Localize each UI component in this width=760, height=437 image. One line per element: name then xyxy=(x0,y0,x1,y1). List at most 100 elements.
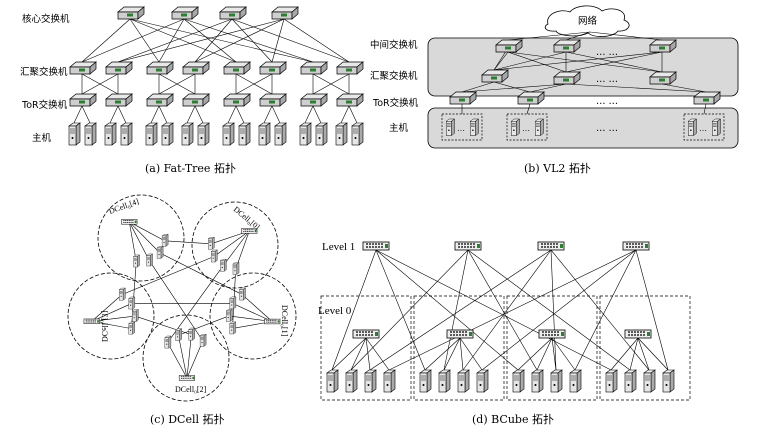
host-server xyxy=(222,122,235,146)
bcube-server xyxy=(326,369,339,393)
dcell-switch xyxy=(178,375,196,381)
tor-switch xyxy=(146,93,174,107)
core-switch xyxy=(171,6,199,20)
intermediate-agg-link xyxy=(493,51,509,71)
level1-switch xyxy=(454,241,482,251)
intermediate-switch-label: 中间交换机 xyxy=(370,39,418,51)
bcube-diagram xyxy=(320,241,691,401)
tor-host-link xyxy=(340,105,350,124)
level1-link xyxy=(467,249,538,371)
dcell-cell-boundary xyxy=(97,194,185,282)
core-agg-link xyxy=(283,18,350,63)
tor-rack-link xyxy=(526,103,531,115)
cloud-link xyxy=(589,31,663,41)
tor-rack-link xyxy=(703,103,707,115)
core-agg-link xyxy=(194,18,285,63)
level0-link xyxy=(637,337,650,371)
dcell-server xyxy=(229,296,237,310)
network-cloud xyxy=(544,5,630,37)
inter-cell-link xyxy=(164,240,212,245)
tor-host-link xyxy=(263,105,273,124)
tor-host-link xyxy=(194,105,204,124)
tor-switch xyxy=(105,93,133,107)
level1-link xyxy=(375,249,426,371)
level1-link xyxy=(574,249,637,371)
bcube-server xyxy=(364,369,377,393)
bcube-server xyxy=(662,369,675,393)
vl2-host xyxy=(510,118,520,136)
bcube-caption: (d) BCube 拓扑 xyxy=(472,412,554,426)
ellipsis-hosts: … … xyxy=(596,123,618,134)
vl2-aggregation-switch-label: 汇聚交换机 xyxy=(370,70,418,82)
tor-host-link xyxy=(186,105,196,124)
dcell-server xyxy=(128,321,135,335)
dcell-server xyxy=(164,335,172,349)
intermediate-agg-link xyxy=(565,51,663,73)
level0-link xyxy=(629,337,639,371)
level0-switch xyxy=(538,329,566,339)
dcell-server xyxy=(156,246,164,259)
cell-switch-link xyxy=(129,221,165,242)
dcell-cell-boundary xyxy=(191,201,279,289)
core-agg-link xyxy=(271,18,285,63)
core-agg-link xyxy=(183,18,237,63)
cloud-link xyxy=(507,31,591,41)
vl2-host xyxy=(469,118,479,136)
host-server xyxy=(104,122,117,146)
cell-switch-link xyxy=(232,303,273,322)
ellipsis-tor: … … xyxy=(596,96,618,107)
fat-tree-links xyxy=(73,18,358,124)
vl2-host xyxy=(445,118,455,136)
dcell-server xyxy=(161,233,169,247)
agg-tor-link xyxy=(81,73,119,95)
level1-link xyxy=(467,249,631,371)
intermediate-switch xyxy=(553,39,581,53)
level1-label: Level 1 xyxy=(322,241,355,253)
host-server xyxy=(161,122,174,146)
dcell-server xyxy=(128,296,136,310)
dcell-server xyxy=(146,253,153,267)
bcube-server xyxy=(345,369,358,393)
tor-switch xyxy=(336,93,364,107)
vl2-aggregation-switch xyxy=(553,71,581,85)
bcube-links xyxy=(331,249,669,371)
cell-switch-link xyxy=(241,294,273,322)
level0-cell-2 xyxy=(506,295,598,401)
core-agg-link xyxy=(183,18,314,63)
level0-switch xyxy=(624,329,652,339)
host-server xyxy=(335,122,348,146)
core-agg-link xyxy=(129,18,160,63)
bcube-server xyxy=(605,369,618,393)
inter-cell-link xyxy=(159,252,243,295)
switch-layer-box xyxy=(427,37,739,97)
vl2-caption: (b) VL2 拓扑 xyxy=(524,161,591,175)
level1-link xyxy=(375,249,612,371)
core-agg-link xyxy=(129,18,314,63)
dcell-cell-boundary xyxy=(209,272,297,360)
vl2-nodes: ……… xyxy=(441,39,725,141)
cell-switch-link xyxy=(178,335,188,379)
dcell-2-label: DCell₀[2] xyxy=(175,385,207,394)
dcell-server xyxy=(199,334,207,347)
level1-link xyxy=(550,249,557,371)
network-label: 网络 xyxy=(578,15,598,27)
dcell-server xyxy=(131,309,139,322)
host-server xyxy=(299,122,312,146)
cell-switch-link xyxy=(91,294,123,322)
cell-switch-link xyxy=(129,221,150,261)
core-agg-link xyxy=(158,18,185,63)
bcube-server xyxy=(643,369,656,393)
host-server xyxy=(84,122,97,146)
host-ellipsis: … xyxy=(522,124,530,133)
dcell-server xyxy=(220,258,227,272)
core-agg-link xyxy=(117,18,285,63)
inter-cell-link xyxy=(134,315,192,335)
ellipsis-aggregation: … … xyxy=(596,74,618,85)
level1-link xyxy=(635,249,669,371)
vl2-tor-switch xyxy=(449,91,477,105)
dcell-caption: (c) DCell 拓扑 xyxy=(150,412,225,426)
aggregation-switch xyxy=(105,61,133,75)
tor-switch-label: ToR交换机 xyxy=(21,99,68,111)
vl2-host-label: 主机 xyxy=(389,122,409,134)
dcell-server xyxy=(232,262,240,275)
